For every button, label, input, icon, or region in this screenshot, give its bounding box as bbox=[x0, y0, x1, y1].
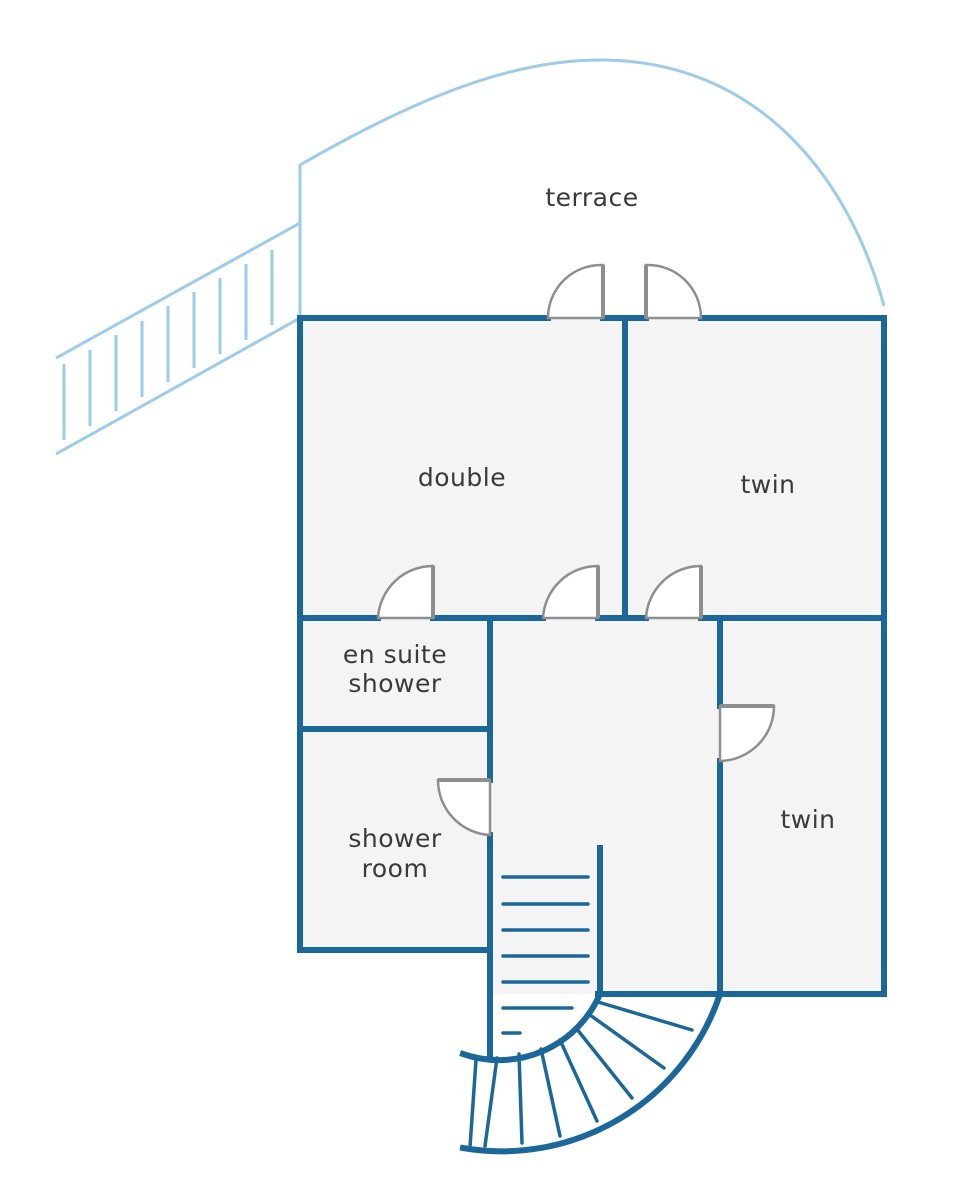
room-shower-room-floor bbox=[300, 729, 490, 950]
room-en-suite-floor bbox=[300, 618, 490, 729]
room-twin-top-floor bbox=[625, 318, 884, 618]
label-en-suite-line2: shower bbox=[348, 669, 441, 698]
label-twin-bottom: twin bbox=[780, 805, 835, 834]
doors bbox=[376, 263, 776, 837]
external-stair bbox=[55, 221, 301, 456]
label-twin-top: twin bbox=[740, 470, 795, 499]
terrace-outline bbox=[298, 58, 886, 318]
walls bbox=[297, 315, 887, 1057]
hall-floor bbox=[490, 618, 720, 994]
label-double: double bbox=[418, 463, 506, 492]
room-twin-bottom-floor bbox=[720, 618, 884, 994]
label-shower-room-line2: room bbox=[362, 854, 429, 883]
internal-staircase bbox=[459, 875, 724, 1155]
label-en-suite-line1: en suite bbox=[343, 640, 447, 669]
room-double-floor bbox=[300, 318, 625, 618]
label-terrace: terrace bbox=[545, 183, 638, 212]
label-shower-room-line1: shower bbox=[348, 824, 441, 853]
